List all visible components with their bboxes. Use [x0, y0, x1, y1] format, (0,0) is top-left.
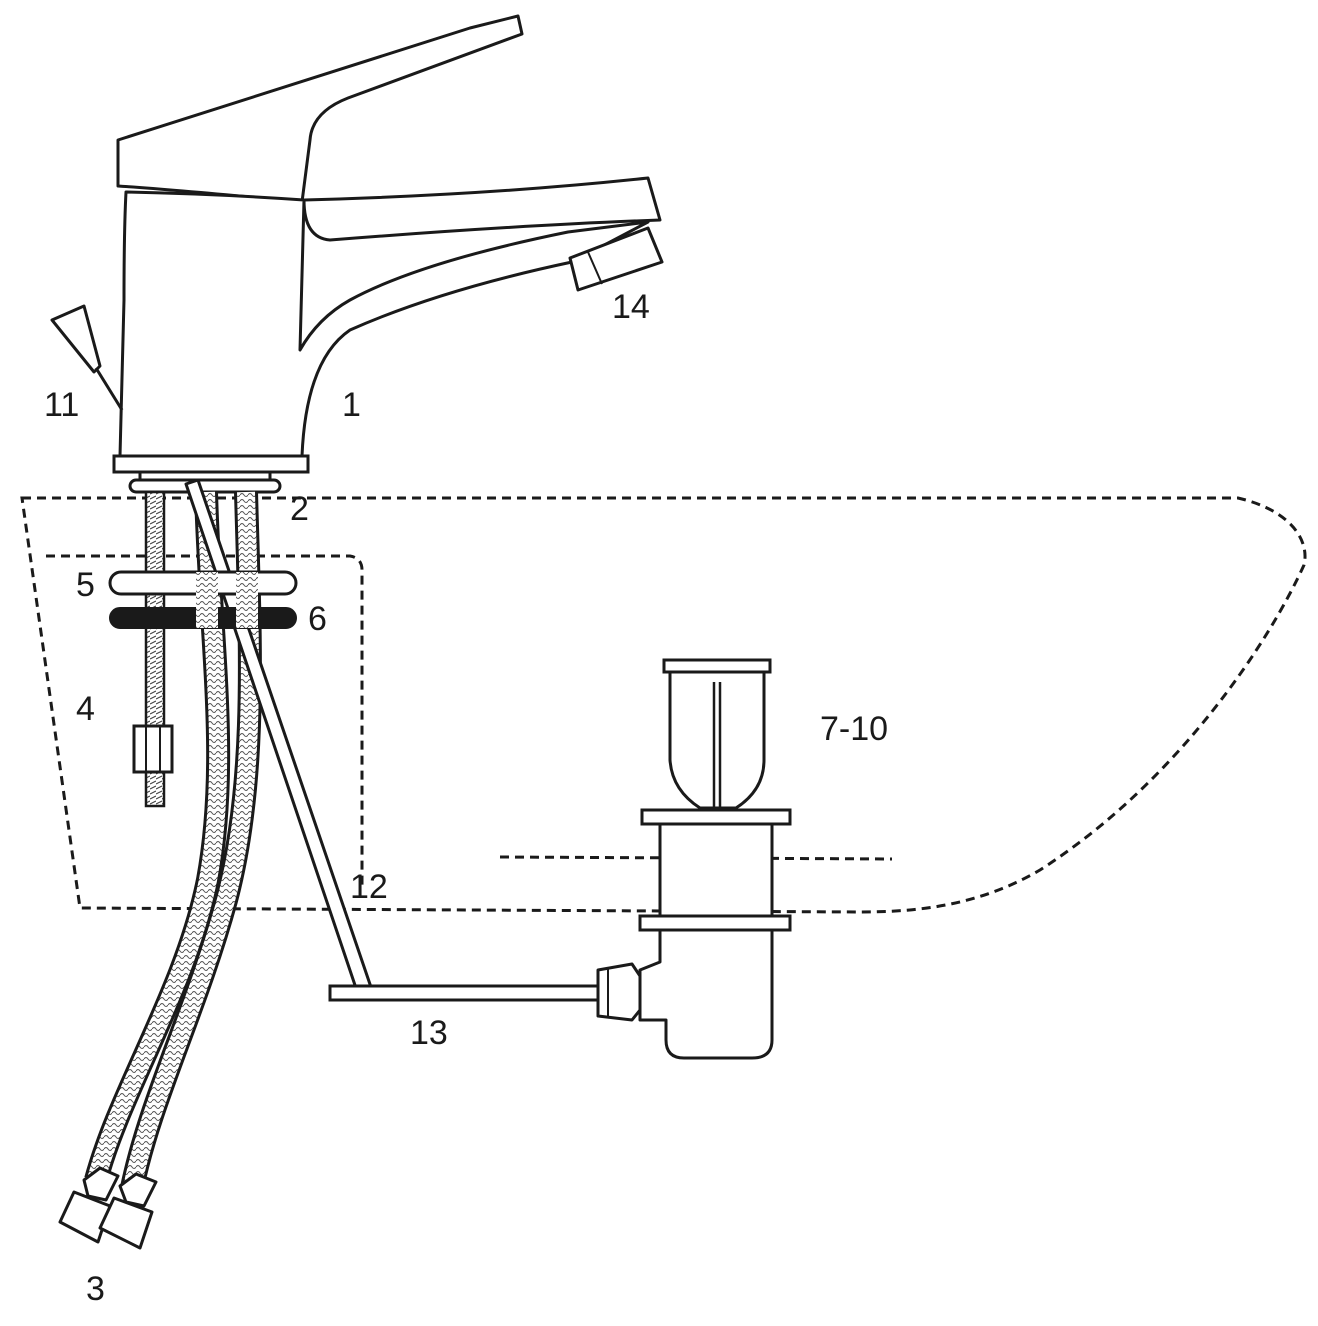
drain-plug-body: [668, 670, 766, 810]
link-rod: [328, 984, 600, 1002]
label-drain-plug: 7-10: [820, 710, 889, 748]
lift-handle-knob: [50, 304, 102, 374]
faucet-lever: [116, 14, 524, 204]
label-aerator: 14: [612, 288, 650, 326]
lift-handle-rod: [94, 367, 124, 411]
base-gasket: [128, 478, 282, 494]
label-base-gasket: 2: [290, 490, 309, 528]
aerator: [568, 226, 664, 292]
label-pull-rod: 12: [350, 868, 388, 906]
label-faucet: 1: [342, 386, 361, 424]
label-stud: 4: [76, 690, 95, 728]
faucet-spout: [302, 176, 662, 242]
drain-plug-cap: [662, 658, 772, 674]
drain-trap: [638, 928, 774, 1060]
label-hose-nuts: 3: [86, 1270, 105, 1308]
drain-rod-nut: [596, 962, 642, 1022]
label-lift-handle: 11: [44, 386, 80, 424]
drain-flange-bottom: [638, 914, 792, 932]
label-rubber-ring: 6: [308, 600, 327, 638]
label-link-rod: 13: [410, 1014, 448, 1052]
drain-flange-top: [640, 808, 792, 826]
label-washer: 5: [76, 566, 95, 604]
faucet-base: [112, 454, 310, 474]
sink-outline: [20, 496, 1307, 914]
back-panel-outline: [46, 554, 364, 890]
drain-pipe: [658, 822, 774, 918]
stud-nut: [132, 724, 174, 774]
hose-nut-right: [98, 1196, 154, 1250]
